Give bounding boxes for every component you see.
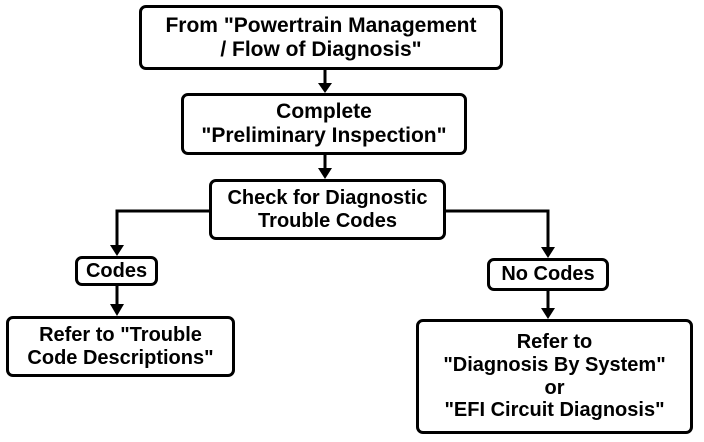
arrowhead-refer-system (541, 308, 555, 319)
arrowhead-check (318, 168, 332, 179)
arrowhead-codes (110, 245, 124, 256)
no-codes-box: No Codes (487, 258, 609, 291)
diagnosis-by-system-box: Refer to "Diagnosis By System" or "EFI C… (416, 319, 693, 434)
check-codes-line-2: Trouble Codes (258, 209, 397, 232)
check-codes-box: Check for Diagnostic Trouble Codes (209, 179, 446, 240)
codes-label: Codes (85, 259, 148, 282)
connector-check-to-codes (115, 209, 209, 246)
codes-box: Codes (75, 256, 158, 286)
preliminary-inspection-box: Complete "Preliminary Inspection" (181, 93, 467, 155)
diagnosis-by-system-line-3: or (544, 376, 565, 399)
arrowhead-no-codes (541, 247, 555, 258)
arrowhead-complete (318, 83, 332, 93)
arrowhead-refer-codes (110, 304, 124, 316)
trouble-code-descriptions-box: Refer to "Trouble Code Descriptions" (6, 316, 235, 377)
preliminary-inspection-line-2: "Preliminary Inspection" (201, 124, 447, 147)
start-box-line-2: / Flow of Diagnosis" (220, 37, 422, 61)
start-box: From "Powertrain Management / Flow of Di… (139, 5, 503, 70)
trouble-code-descriptions-line-2: Code Descriptions" (27, 346, 214, 369)
start-box-line-1: From "Powertrain Management (165, 13, 477, 37)
diagnosis-by-system-line-2: "Diagnosis By System" (443, 353, 666, 376)
no-codes-label: No Codes (501, 263, 595, 286)
check-codes-line-1: Check for Diagnostic (227, 186, 428, 209)
diagnosis-by-system-line-4: "EFI Circuit Diagnosis" (444, 399, 665, 422)
preliminary-inspection-line-1: Complete (276, 100, 372, 124)
diagnosis-by-system-line-1: Refer to (516, 331, 593, 354)
connector-check-to-no-codes (446, 209, 550, 248)
trouble-code-descriptions-line-1: Refer to "Trouble (39, 323, 202, 346)
